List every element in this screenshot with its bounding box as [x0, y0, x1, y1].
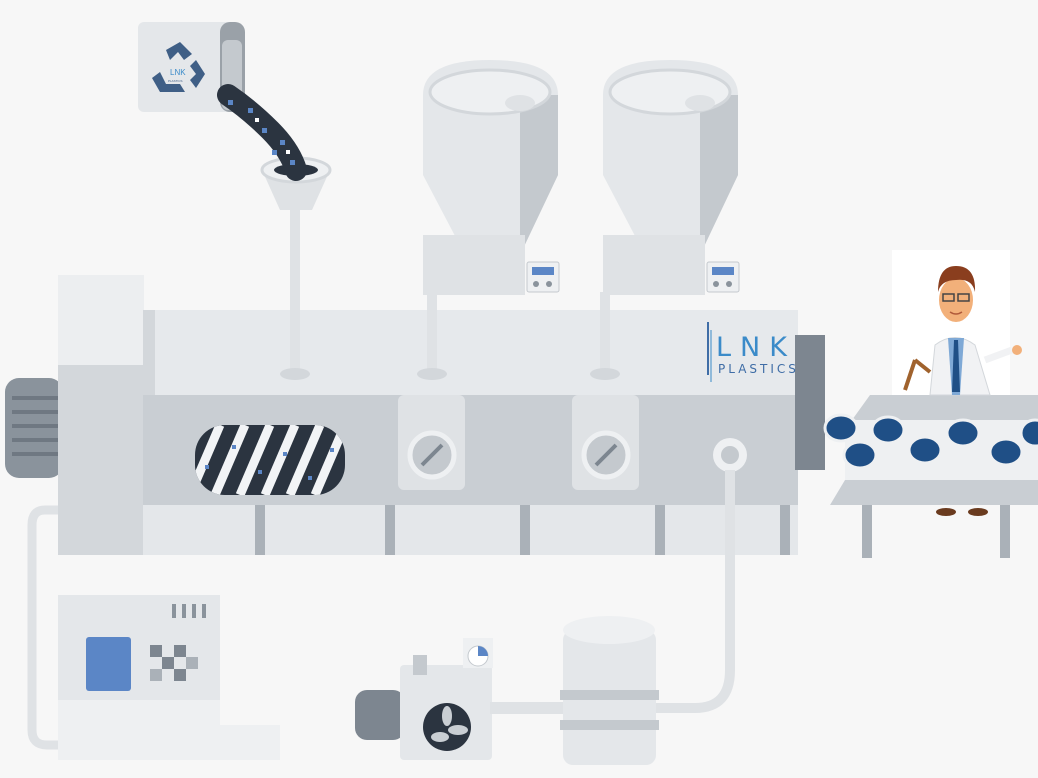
storage-tank — [560, 616, 659, 765]
left-pipe — [27, 505, 60, 750]
logo-name: LNK — [716, 332, 796, 363]
display-screen[interactable] — [86, 637, 131, 691]
recycled-material-bag: LNK PLASTICS — [138, 22, 307, 181]
dial-plate-2 — [572, 395, 639, 490]
bag-logo-name: LNK — [170, 68, 186, 77]
hopper-1 — [423, 60, 560, 295]
outlet-port — [713, 438, 747, 472]
scientist-figure — [892, 250, 1022, 516]
screw-window — [195, 425, 345, 495]
left-motor — [5, 378, 63, 478]
hopper-2 — [603, 60, 740, 295]
display-icon — [706, 261, 740, 293]
lnk-plastics-logo: LNK PLASTICS — [707, 322, 799, 382]
drive-housing — [58, 275, 144, 555]
logo-tagline: PLASTICS — [718, 362, 799, 376]
bag-logo-tagline: PLASTICS — [168, 79, 183, 83]
feed-pipe — [650, 470, 735, 713]
display-icon — [526, 261, 560, 293]
extruder-barrel — [143, 310, 825, 555]
control-panel — [58, 595, 280, 760]
pump-unit — [355, 638, 565, 760]
recycle-icon — [152, 42, 205, 92]
dial-plate-1 — [398, 395, 465, 490]
button-grid[interactable] — [150, 645, 198, 681]
plastic-parts — [823, 413, 1038, 470]
